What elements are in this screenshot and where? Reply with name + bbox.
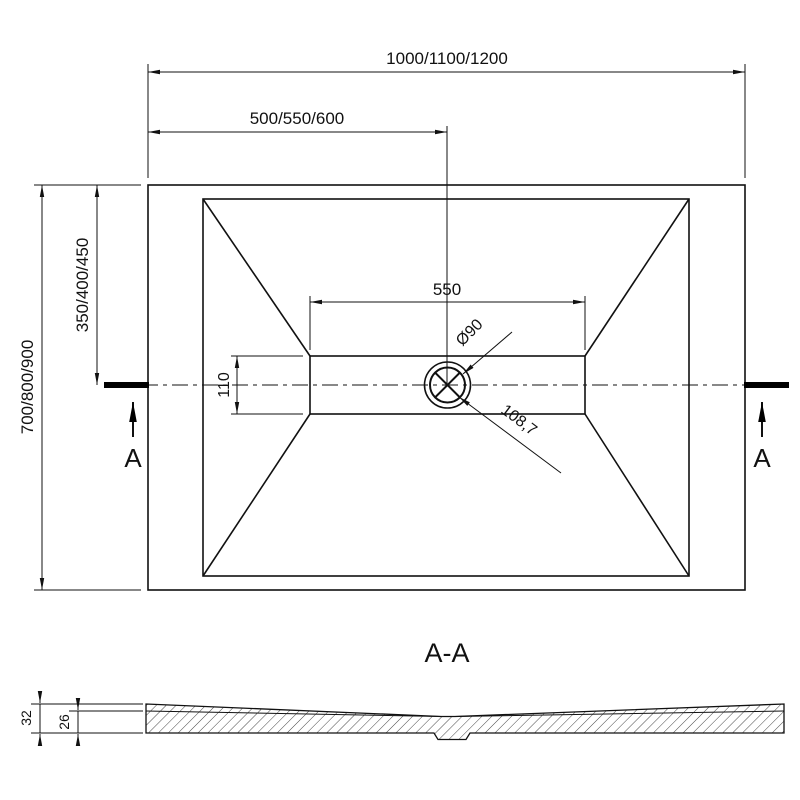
section-view-title: A-A	[424, 638, 469, 668]
top-view: A A 1000/1100/1200 500/550/600 700/800/9…	[18, 49, 789, 591]
slope-line-bottom-left	[202, 413, 311, 577]
dim-text-half-width: 500/550/600	[250, 109, 345, 128]
slope-line-bottom-right	[584, 413, 690, 577]
profile-inner-surface-left	[145, 710, 442, 717]
section-label-left: A	[124, 443, 142, 473]
profile-inner-surface-right	[454, 710, 785, 717]
slope-line-top-right	[584, 198, 690, 357]
dim-text-base-height: 26	[56, 714, 72, 730]
dim-text-total-height: 32	[18, 710, 34, 726]
leader-line-drain-diagonal	[458, 396, 562, 474]
dim-text-flat-width: 550	[433, 280, 461, 299]
tray-cross-section-profile	[145, 703, 785, 741]
dim-text-half-depth: 350/400/450	[73, 238, 92, 333]
slope-line-top-left	[202, 198, 311, 357]
dim-text-flat-depth: 110	[216, 372, 233, 398]
leader-line-drain-diameter	[462, 331, 513, 375]
tray-edge	[202, 198, 690, 577]
section-label-right: A	[753, 443, 771, 473]
dim-text-drain-diagonal: 108,7	[498, 402, 540, 440]
dim-text-drain-diameter: Ø90	[453, 316, 486, 349]
section-view: A-A 32 26	[18, 638, 785, 746]
dim-text-overall-width: 1000/1100/1200	[386, 49, 508, 68]
dim-text-overall-depth: 700/800/900	[18, 340, 37, 435]
